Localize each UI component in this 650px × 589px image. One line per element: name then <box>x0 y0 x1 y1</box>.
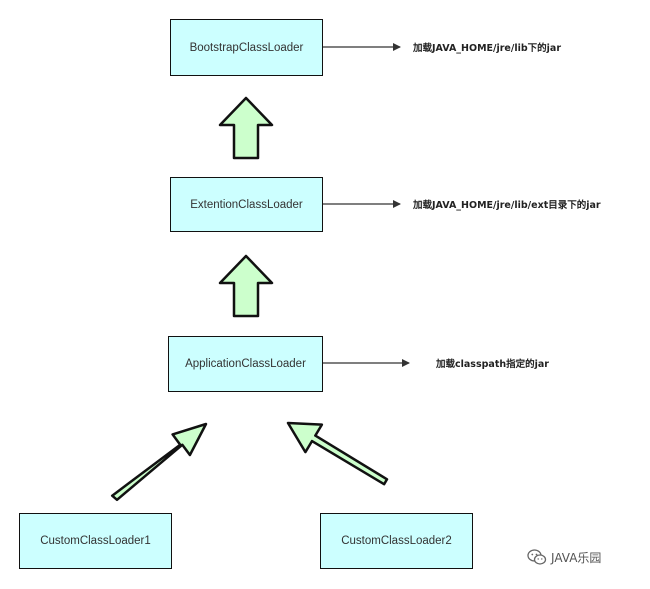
block-arrow-ext-to-bootstrap <box>218 96 274 160</box>
watermark-text: JAVA乐园 <box>551 551 602 565</box>
block-arrow-app-to-ext <box>218 254 274 318</box>
block-arrow-custom2-to-app <box>286 421 389 486</box>
node-custom-class-loader-2: CustomClassLoader2 <box>320 513 473 569</box>
note-application: 加载classpath指定的jar <box>436 359 549 370</box>
note-bootstrap: 加载JAVA_HOME/jre/lib下的jar <box>413 43 562 54</box>
node-extension-class-loader: ExtentionClassLoader <box>170 177 323 232</box>
node-application-class-loader: ApplicationClassLoader <box>168 336 323 392</box>
wechat-icon <box>527 549 547 565</box>
watermark: JAVA乐园 <box>527 549 601 566</box>
node-custom-class-loader-1: CustomClassLoader1 <box>19 513 172 569</box>
node-bootstrap-class-loader: BootstrapClassLoader <box>170 19 323 76</box>
note-extension: 加载JAVA_HOME/jre/lib/ext目录下的jar <box>413 200 601 211</box>
block-arrow-custom1-to-app <box>110 422 208 502</box>
